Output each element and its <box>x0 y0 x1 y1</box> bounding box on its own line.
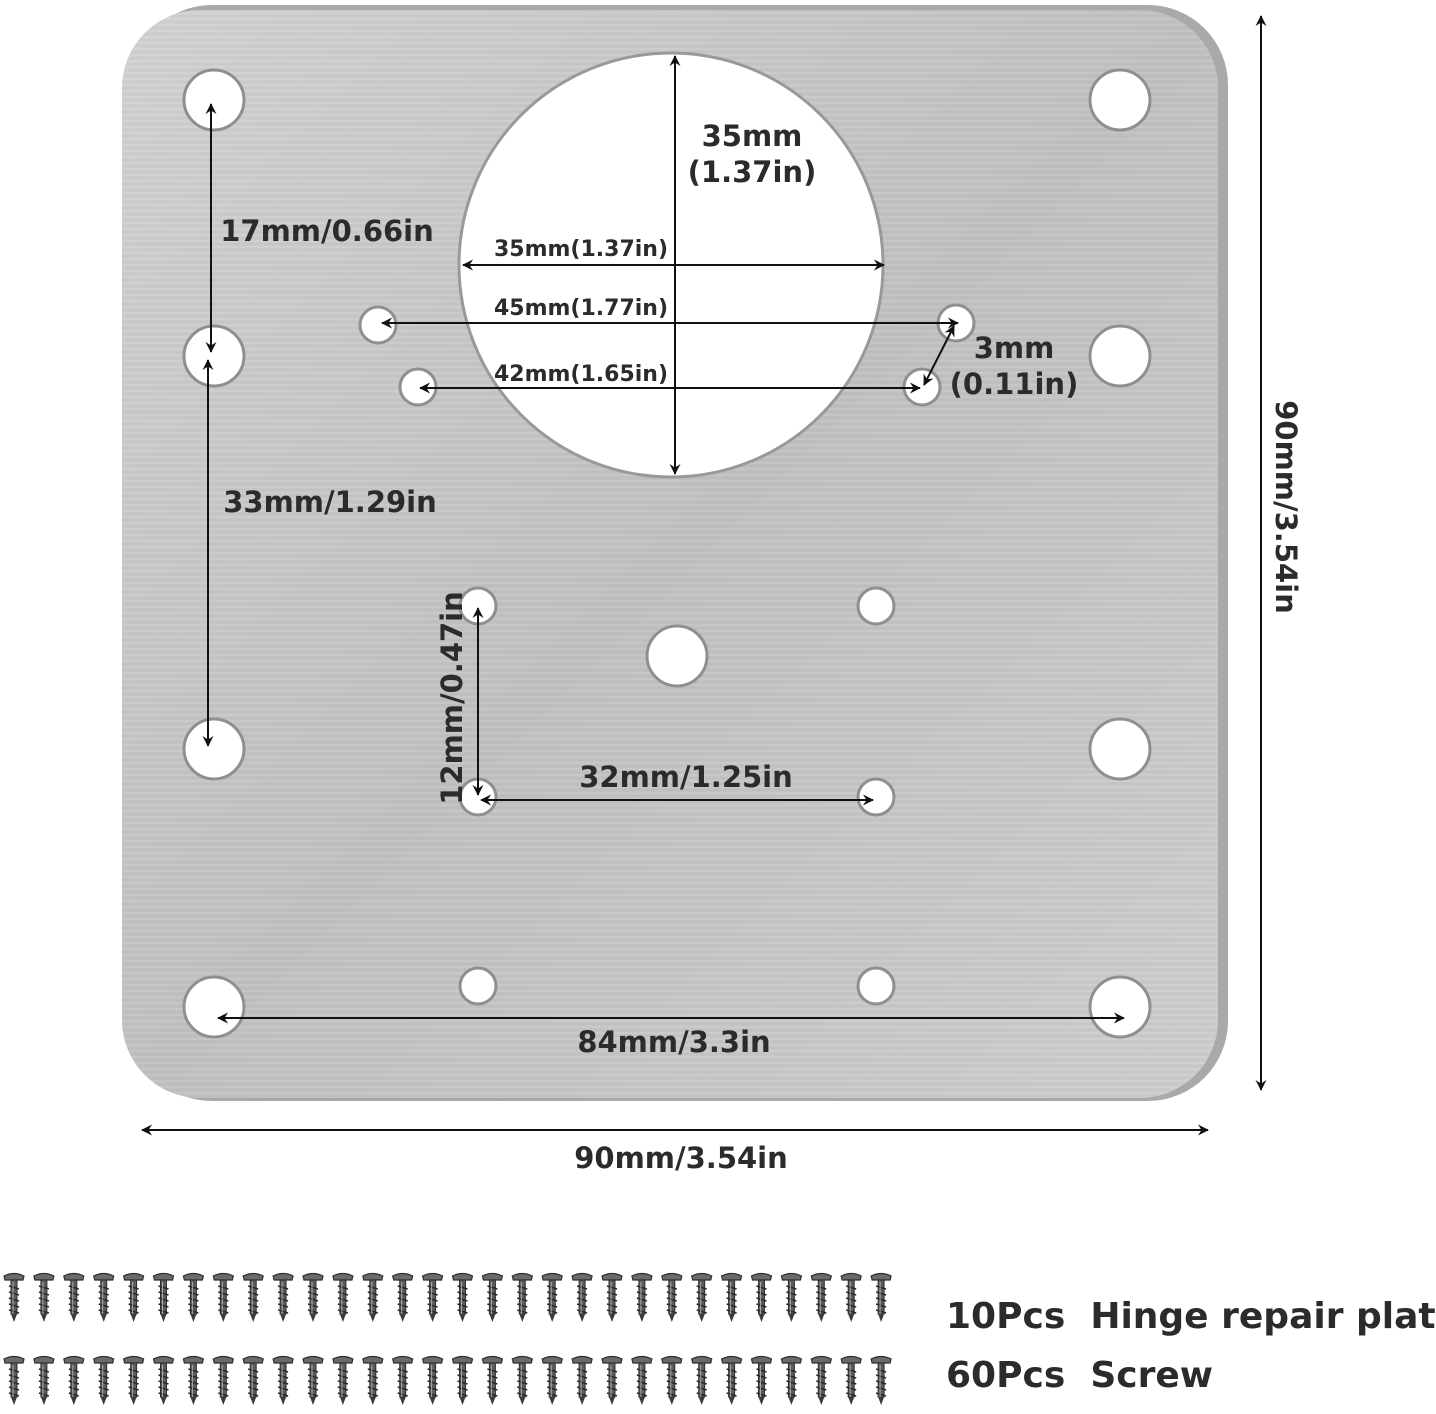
screw-icon <box>660 1355 683 1406</box>
label-big-hole-height-1: 35mm <box>702 119 803 153</box>
screw-icon <box>511 1272 534 1323</box>
hole-left-3 <box>182 717 246 781</box>
screw-icon <box>272 1355 294 1406</box>
screw-icon <box>451 1272 474 1323</box>
screw-icon <box>720 1355 743 1406</box>
screws-row-2 <box>3 1355 892 1406</box>
screw-icon <box>182 1272 205 1323</box>
screw-icon <box>780 1355 803 1406</box>
screw-icon <box>272 1272 294 1323</box>
screw-icon <box>391 1272 414 1323</box>
label-left-mid-spacing: 33mm/1.29in <box>223 485 437 519</box>
hole-right-4 <box>1088 975 1152 1039</box>
screw-icon <box>631 1272 653 1323</box>
screw-icon <box>690 1355 713 1406</box>
screw-icon <box>361 1355 384 1406</box>
screw-icon <box>451 1355 474 1406</box>
screw-icon <box>391 1355 414 1406</box>
label-lower-vertical-spacing: 12mm/0.47in <box>435 591 469 805</box>
screw-icon <box>361 1272 384 1323</box>
label-lower-pair-spacing: 42mm(1.65in) <box>494 362 668 387</box>
hole-right-2 <box>1088 324 1152 388</box>
arrow-small-hole <box>923 325 955 386</box>
screw-icon <box>720 1272 743 1323</box>
hole-right-3 <box>1088 717 1152 781</box>
screw-icon <box>810 1355 833 1406</box>
screw-icon <box>33 1355 55 1406</box>
label-left-top-spacing: 17mm/0.66in <box>220 214 434 248</box>
screw-icon <box>511 1355 534 1406</box>
hole-left-4 <box>182 975 246 1039</box>
screw-icon <box>3 1272 25 1323</box>
hole-right-1 <box>1088 68 1152 132</box>
screw-icon <box>122 1355 145 1406</box>
screw-icon <box>212 1355 235 1406</box>
screw-icon <box>212 1272 235 1323</box>
screw-icon <box>660 1272 683 1323</box>
plate-brush-texture <box>122 10 1218 1098</box>
label-small-hole-2: (0.11in) <box>950 367 1079 401</box>
screw-icon <box>870 1355 892 1406</box>
label-big-hole-height-2: (1.37in) <box>688 155 817 189</box>
screw-icon <box>541 1355 564 1406</box>
screws-row-1 <box>3 1272 892 1323</box>
screw-icon <box>332 1272 354 1323</box>
screw-icon <box>840 1355 863 1406</box>
screw-icon <box>302 1355 324 1406</box>
hole-center <box>645 624 709 688</box>
label-lower-horizontal-spacing: 32mm/1.25in <box>579 760 793 794</box>
package-plate-line: 10Pcs Hinge repair plate <box>946 1296 1436 1337</box>
screw-icon <box>332 1355 354 1406</box>
screw-icon <box>63 1272 85 1323</box>
screw-icon <box>601 1355 623 1406</box>
label-plate-width: 90mm/3.54in <box>574 1141 788 1175</box>
screw-icon <box>750 1272 773 1323</box>
screw-icon <box>421 1272 444 1323</box>
screw-icon <box>690 1272 713 1323</box>
label-big-hole-width: 35mm(1.37in) <box>494 237 668 262</box>
dimension-arrows <box>141 15 1267 1136</box>
screw-icon <box>631 1355 653 1406</box>
screw-icon <box>601 1272 623 1323</box>
screw-icon <box>302 1272 324 1323</box>
screw-icon <box>152 1272 175 1323</box>
screw-icon <box>3 1355 25 1406</box>
screw-icon <box>242 1355 265 1406</box>
screw-icon <box>481 1355 504 1406</box>
label-upper-pair-spacing: 45mm(1.77in) <box>494 296 668 321</box>
label-corner-hole-spacing: 84mm/3.3in <box>577 1025 770 1059</box>
hole-left-1 <box>182 68 246 132</box>
label-plate-height: 90mm/3.54in <box>1269 400 1303 614</box>
hole-left-2 <box>182 324 246 388</box>
screw-icon <box>182 1355 205 1406</box>
screw-icon <box>541 1272 564 1323</box>
screw-icon <box>840 1272 863 1323</box>
screw-icon <box>63 1355 85 1406</box>
screw-icon <box>780 1272 803 1323</box>
package-screw-line: 60Pcs Screw <box>946 1355 1213 1396</box>
screw-icon <box>571 1272 593 1323</box>
screw-icon <box>750 1355 773 1406</box>
screw-icon <box>421 1355 444 1406</box>
screw-icon <box>571 1355 593 1406</box>
screw-icon <box>92 1272 115 1323</box>
screw-icon <box>122 1272 145 1323</box>
screw-icon <box>242 1272 265 1323</box>
screw-icon <box>481 1272 504 1323</box>
screw-icon <box>870 1272 892 1323</box>
screw-icon <box>810 1272 833 1323</box>
screw-icon <box>33 1272 55 1323</box>
screw-icon <box>152 1355 175 1406</box>
label-small-hole-1: 3mm <box>974 331 1055 365</box>
screw-icon <box>92 1355 115 1406</box>
